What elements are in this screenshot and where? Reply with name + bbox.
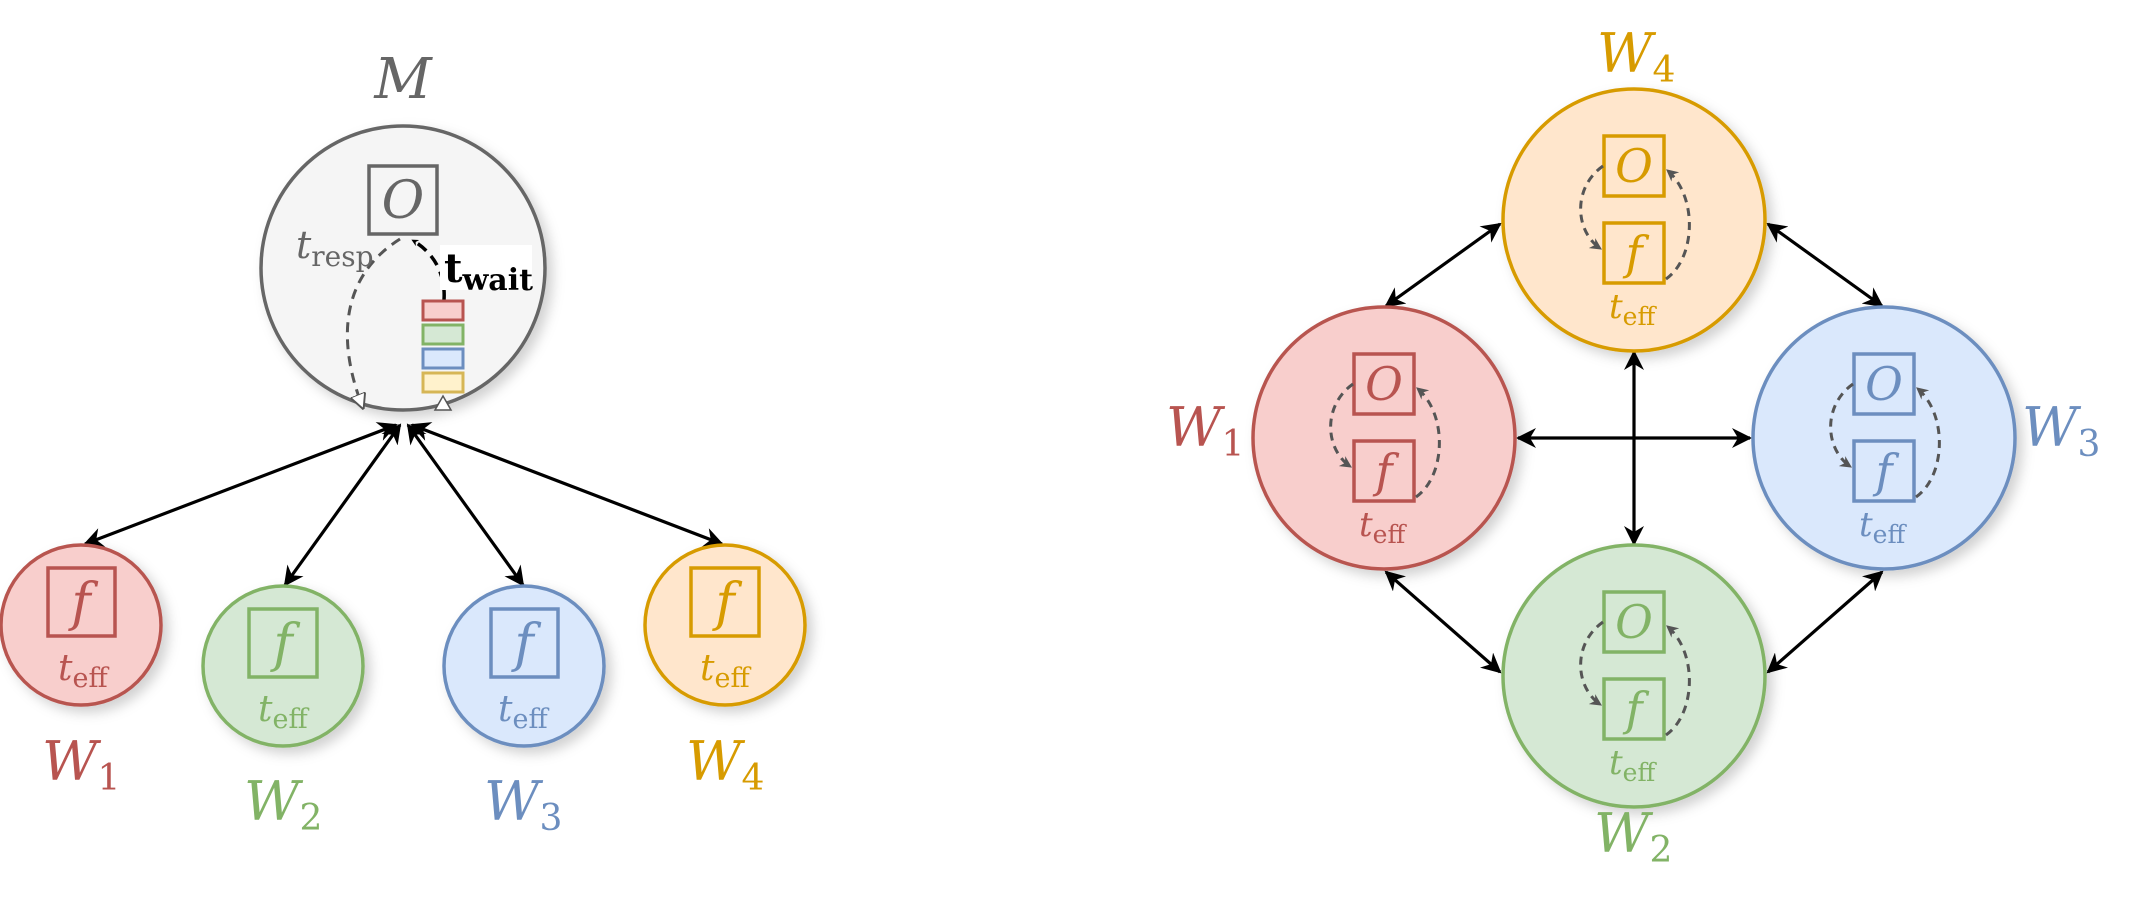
- peer-worker-w1: O f teff W1: [1166, 305, 1517, 571]
- effective-time-label: teff: [258, 689, 309, 735]
- local-loop-up: [1665, 624, 1691, 737]
- master-circle: [259, 124, 547, 412]
- worker-label: W1: [42, 730, 120, 799]
- objective-box: [1852, 352, 1916, 416]
- edge-master-w1: [83, 422, 398, 547]
- effective-time-label: teff: [1609, 743, 1657, 787]
- function-box: [1602, 677, 1666, 741]
- left-worker-w1: f teff W1: [0, 543, 163, 799]
- edge-master-w2: [283, 423, 402, 587]
- edge-w1-w4: [1384, 222, 1502, 308]
- objective-symbol: O: [1615, 595, 1653, 649]
- master-objective-symbol: O: [382, 171, 425, 231]
- worker-label: W2: [1594, 802, 1672, 871]
- master-objective-box: [367, 164, 439, 236]
- effective-time-label: teff: [58, 648, 109, 694]
- local-loop-down: [1829, 382, 1854, 469]
- worker-circle: [1751, 305, 2017, 571]
- worker-circle: [643, 543, 807, 707]
- objective-box: [1602, 134, 1666, 198]
- worker-label: W3: [2022, 396, 2100, 465]
- left-worker-w3: f teff W3: [442, 584, 606, 839]
- function-box: [247, 607, 319, 679]
- worker-label: W4: [1597, 22, 1675, 91]
- worker-circle: [442, 584, 606, 748]
- worker-label: W4: [686, 730, 764, 799]
- peer-worker-w2: O f teff W2: [1501, 543, 1767, 871]
- edge-w4-w3: [1766, 222, 1884, 308]
- local-loop-down: [1329, 382, 1354, 469]
- response-curve: [345, 237, 401, 408]
- effective-time-label: teff: [1859, 505, 1907, 549]
- effective-time-label: teff: [700, 648, 751, 694]
- wait-curve: [411, 238, 446, 301]
- edge-master-w3: [406, 423, 525, 587]
- master-node: M O tresp twait: [259, 47, 547, 412]
- worker-label: W2: [244, 770, 322, 839]
- local-loop-down: [1579, 164, 1604, 251]
- function-box: [1602, 221, 1666, 285]
- wait-label-bg: [440, 245, 532, 290]
- peer-worker-w4: O f teff W4: [1501, 22, 1767, 353]
- local-loop-up: [1915, 386, 1941, 499]
- queue-slot-green: [421, 323, 465, 346]
- worker-circle: [1501, 543, 1767, 809]
- queue-slot-yellow: [421, 371, 465, 394]
- objective-symbol: O: [1615, 139, 1653, 193]
- left-worker-w2: f teff W2: [201, 584, 365, 839]
- left-worker-w4: f teff W4: [643, 543, 807, 799]
- objective-symbol: O: [1365, 357, 1403, 411]
- request-queue: [421, 299, 465, 394]
- local-loop-up: [1415, 386, 1441, 499]
- function-box: [1352, 439, 1416, 503]
- objective-box: [1602, 590, 1666, 654]
- effective-time-label: teff: [498, 689, 549, 735]
- queue-slot-blue: [421, 347, 465, 370]
- worker-circle: [1251, 305, 1517, 571]
- function-box: [46, 566, 117, 638]
- wait-time-label: twait: [444, 245, 533, 298]
- master-label: M: [373, 47, 433, 112]
- peer-edges: [1384, 222, 1884, 674]
- worker-label: W3: [484, 770, 562, 839]
- queue-slot-red: [421, 299, 465, 322]
- local-loop-down: [1579, 620, 1604, 707]
- objective-symbol: O: [1865, 357, 1903, 411]
- effective-time-label: teff: [1609, 287, 1657, 331]
- response-time-label: tresp: [296, 223, 374, 273]
- edge-master-w4: [410, 422, 724, 547]
- worker-label: W1: [1166, 396, 1244, 465]
- master-worker-edges: [83, 422, 724, 587]
- function-box: [489, 607, 560, 679]
- master-worker-topology: M O tresp twait f teff W: [0, 47, 807, 839]
- edge-w3-w2: [1766, 570, 1884, 674]
- worker-circle: [1501, 87, 1767, 353]
- decentralized-topology: O f teff W4 O f teff W1 O f: [1166, 22, 2100, 871]
- function-box: [689, 566, 761, 638]
- peer-worker-w3: O f teff W3: [1751, 305, 2100, 571]
- queue-entry-marker: [433, 394, 453, 411]
- local-loop-up: [1665, 168, 1691, 281]
- edge-w1-w2: [1384, 570, 1502, 674]
- worker-circle: [201, 584, 365, 748]
- worker-circle: [0, 543, 163, 707]
- function-box: [1852, 439, 1916, 503]
- objective-box: [1352, 352, 1416, 416]
- effective-time-label: teff: [1359, 505, 1407, 549]
